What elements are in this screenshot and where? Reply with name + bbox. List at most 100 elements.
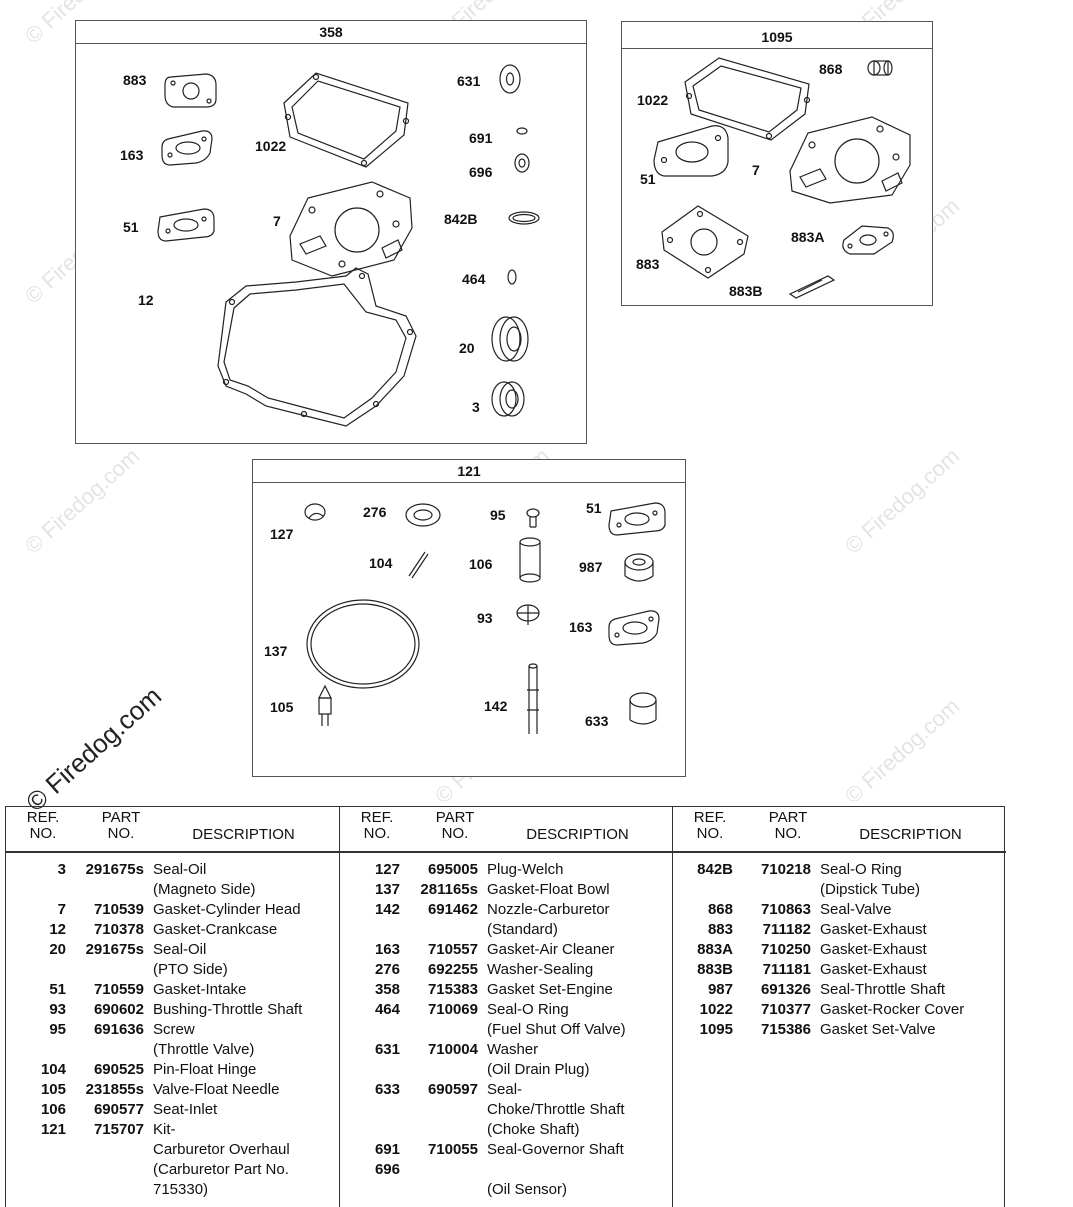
part-number: 710055	[427, 1141, 478, 1158]
callout-3: 3	[472, 399, 480, 415]
kit-121-illustration	[304, 502, 666, 734]
ref-number: 20	[49, 941, 66, 958]
part-description: Gasket-Exhaust	[820, 961, 927, 978]
part-number: 692255	[427, 961, 478, 978]
part-description: (Choke Shaft)	[487, 1121, 580, 1138]
part-105-valve-drawing	[318, 684, 332, 726]
ref-number: 7	[57, 901, 66, 918]
callout-633: 633	[585, 713, 609, 729]
kit-1095-panel: 1095	[621, 21, 933, 306]
callout-51: 51	[123, 219, 139, 235]
part-number: 710377	[760, 1001, 811, 1018]
part-description: Washer-Sealing	[487, 961, 594, 978]
copyright-watermark: © Firedog.com	[20, 680, 168, 818]
part-number: 690577	[93, 1101, 144, 1118]
ref-number: 3	[57, 861, 66, 878]
part-description: Seal-	[487, 1081, 523, 1098]
part-number: 710539	[93, 901, 144, 918]
part-883b-gasket-drawing	[788, 275, 836, 299]
watermark: © Firedog.com	[20, 443, 145, 559]
ref-number: 987	[707, 981, 733, 998]
callout-93: 93	[477, 610, 493, 626]
part-104-pin-drawing	[408, 551, 429, 579]
table-row: (Fuel Shut Off Valve)	[340, 1020, 673, 1040]
part-number: 291675s	[85, 861, 144, 878]
callout-163: 163	[120, 147, 144, 163]
part-description: Gasket-Air Cleaner	[487, 941, 615, 958]
part-description: Valve-Float Needle	[153, 1081, 280, 1098]
table-row: 276 692255 Washer-Sealing	[340, 960, 673, 980]
watermark: © Firedog.com	[840, 443, 965, 559]
header-ref: REF.NO.	[26, 809, 60, 842]
ref-number: 93	[49, 1001, 66, 1018]
part-description: Gasket-Float Bowl	[487, 881, 610, 898]
part-number: 715707	[93, 1121, 144, 1138]
part-description: (Oil Drain Plug)	[487, 1061, 590, 1078]
table-row: (Standard)	[340, 920, 673, 940]
part-number: 690525	[93, 1061, 144, 1078]
table-row: Carburetor Overhaul	[6, 1140, 339, 1160]
callout-95: 95	[490, 507, 506, 523]
ref-number: 696	[374, 1161, 400, 1178]
header-description: DESCRIPTION	[859, 826, 962, 843]
part-51-gasket-drawing	[653, 125, 729, 177]
ref-number: 51	[49, 981, 66, 998]
callout-51: 51	[586, 500, 602, 516]
callout-883a: 883A	[791, 229, 825, 245]
part-3-seal-drawing	[491, 381, 525, 417]
table-row: Choke/Throttle Shaft	[340, 1100, 673, 1120]
part-number: 710218	[760, 861, 811, 878]
ref-number: 464	[374, 1001, 400, 1018]
callout-883: 883	[123, 72, 147, 88]
part-description: Gasket Set-Valve	[820, 1021, 936, 1038]
ref-number: 106	[40, 1101, 66, 1118]
callout-696: 696	[469, 164, 493, 180]
part-description: (Throttle Valve)	[153, 1041, 255, 1058]
part-842b-oring-drawing	[508, 211, 540, 225]
kit-1095-title: 1095	[622, 26, 932, 49]
part-868-seal-drawing	[867, 60, 893, 76]
callout-137: 137	[264, 643, 288, 659]
part-description: Plug-Welch	[487, 861, 564, 878]
part-description: (Dipstick Tube)	[820, 881, 921, 898]
table-row: (Oil Sensor)	[340, 1180, 673, 1200]
part-number: 281165s	[420, 881, 478, 898]
part-description: Gasket-Cylinder Head	[153, 901, 301, 918]
ref-number: 883B	[697, 961, 733, 978]
part-description: Seal-Valve	[820, 901, 892, 918]
callout-7: 7	[273, 213, 281, 229]
part-number: 291675s	[85, 941, 144, 958]
ref-number: 276	[374, 961, 400, 978]
callout-883: 883	[636, 256, 660, 272]
callout-691: 691	[469, 130, 493, 146]
header-description: DESCRIPTION	[526, 826, 629, 843]
part-description: Bushing-Throttle Shaft	[153, 1001, 303, 1018]
part-number: 715386	[760, 1021, 811, 1038]
part-number: 691326	[760, 981, 811, 998]
table-row: 7 710539 Gasket-Cylinder Head	[6, 900, 339, 920]
callout-842b: 842B	[444, 211, 478, 227]
table-row: (PTO Side)	[6, 960, 339, 980]
part-description: Gasket-Exhaust	[820, 941, 927, 958]
part-20-seal-drawing	[491, 316, 529, 362]
callout-987: 987	[579, 559, 603, 575]
callout-12: 12	[138, 292, 154, 308]
part-description: Gasket-Rocker Cover	[820, 1001, 965, 1018]
